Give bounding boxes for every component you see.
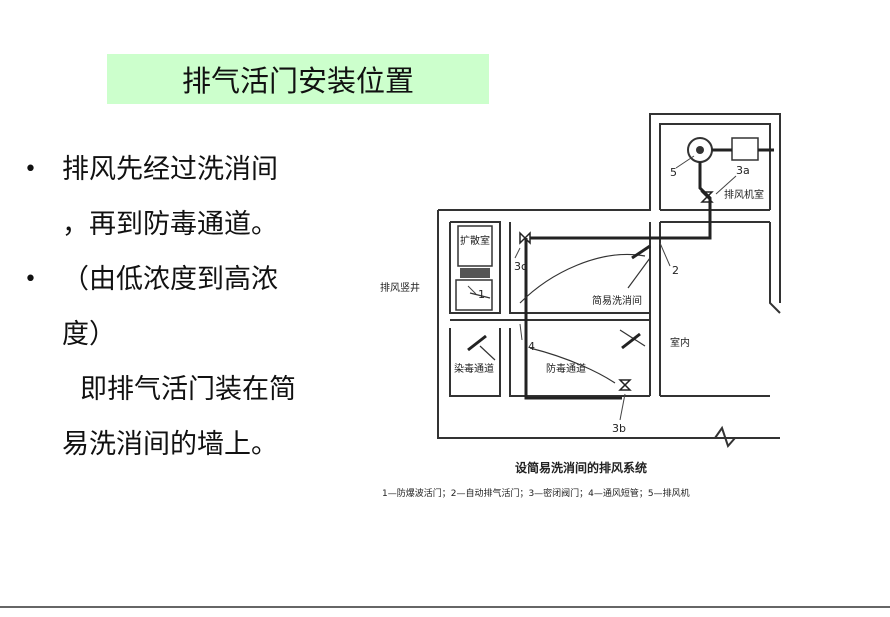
leader-lines [467,155,737,421]
bullet-item-2: • （由低浓度到高浓 [24,252,354,307]
bullet-2-line-1: （由低浓度到高浓 [62,264,278,295]
diffusion-chamber [457,225,493,267]
airflow-arrows [469,253,651,384]
bullet-1-line-1: 排风先经过洗消间 [62,154,278,185]
bullet-1-line-2: ，再到防毒通道。 [62,209,278,240]
fan-hub-icon [696,146,704,154]
figure-legend: 1—防爆波活门；2—自动排气活门；3—密闭阀门；4—通风短管；5—排风机 [382,487,690,499]
label-fan-room: 排风机室 [724,188,764,201]
bullet-2-line-2: 度） [62,319,116,350]
exhaust-valve-marks [467,244,651,352]
label-contaminated-passage: 染毒通道 [454,362,494,375]
figure-caption: 设简易洗消间的排风系统 [515,460,647,475]
label-antigas-passage: 防毒通道 [546,362,586,375]
label-1: 1 [478,288,485,301]
label-3a: 3a [736,164,750,177]
paragraph-line-2: 易洗消间的墙上。 [62,429,278,460]
label-simple-wash-room: 简易洗消间 [592,294,642,307]
bullet-dot-icon: • [24,157,37,182]
slide-title-box: 排气活门安装位置 [107,54,489,104]
label-3c: 3c [514,260,527,273]
label-indoor: 室内 [670,336,690,349]
bullet-list: • 排风先经过洗消间 ，再到防毒通道。 • （由低浓度到高浓 度） 即排气活门装… [24,142,354,472]
paragraph-line-1: 即排气活门装在简 [80,374,296,405]
exhaust-ducts [524,148,774,400]
bullet-dot-icon: • [24,267,37,292]
label-4: 4 [528,340,535,353]
label-3b: 3b [612,422,626,435]
blast-valve-symbol [460,268,490,278]
building-walls [437,113,781,448]
exhaust-shaft-box [455,279,493,311]
bullet-item-1: • 排风先经过洗消间 [24,142,354,197]
label-2: 2 [672,264,679,277]
label-5: 5 [670,166,677,179]
exhaust-system-diagram: 扩散室 排风竖井 简易洗消间 室内 染毒通道 防毒通道 排风机室 1 2 3a … [380,113,781,499]
fan-box [731,137,759,161]
label-diffusion-chamber: 扩散室 [460,234,490,247]
slide-title: 排气活门安装位置 [181,64,414,98]
label-exhaust-shaft: 排风竖井 [380,281,420,294]
airtight-valves [519,191,714,391]
bottom-divider [0,606,890,608]
